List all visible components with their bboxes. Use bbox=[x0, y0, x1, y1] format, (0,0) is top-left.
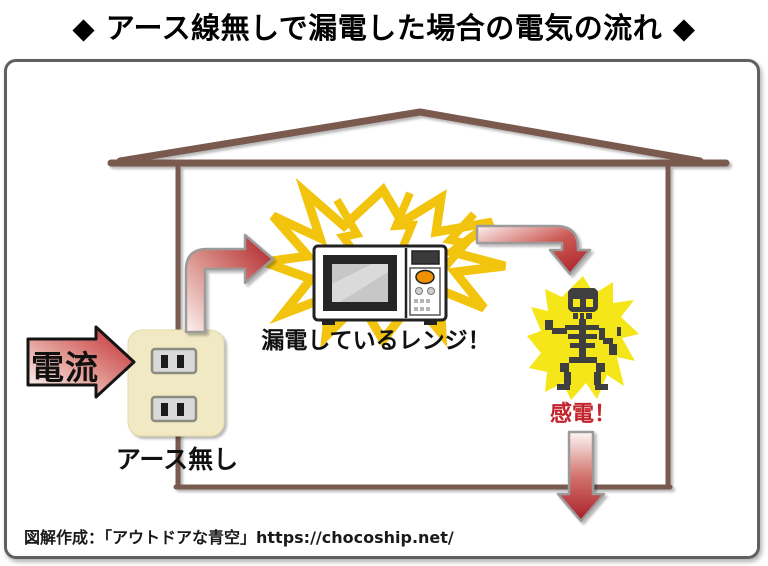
arrow-up-right-icon bbox=[184, 233, 275, 334]
flow-arrows bbox=[184, 224, 606, 523]
electric-shock-label: 感電！ bbox=[549, 402, 616, 427]
current-arrow-icon bbox=[26, 325, 136, 399]
arrow-down-icon bbox=[556, 430, 606, 523]
skeleton-icon bbox=[545, 288, 621, 390]
no-earth-label: アース無し bbox=[115, 445, 239, 474]
leaking-microwave-label: 漏電しているレンジ！ bbox=[261, 328, 491, 354]
microwave-icon bbox=[312, 244, 448, 325]
outlet-socket-bottom bbox=[150, 395, 198, 423]
attribution-text: 図解作成：「アウトドアな青空」https://chocoship.net/ bbox=[24, 528, 454, 547]
current-label: 電流 bbox=[31, 348, 99, 387]
outlet-socket-top bbox=[150, 347, 198, 375]
page-title: ◆ アース線無しで漏電した場合の電気の流れ ◆ bbox=[72, 11, 696, 45]
power-outlet-icon bbox=[127, 329, 225, 437]
arrow-right-down-icon bbox=[475, 224, 592, 276]
